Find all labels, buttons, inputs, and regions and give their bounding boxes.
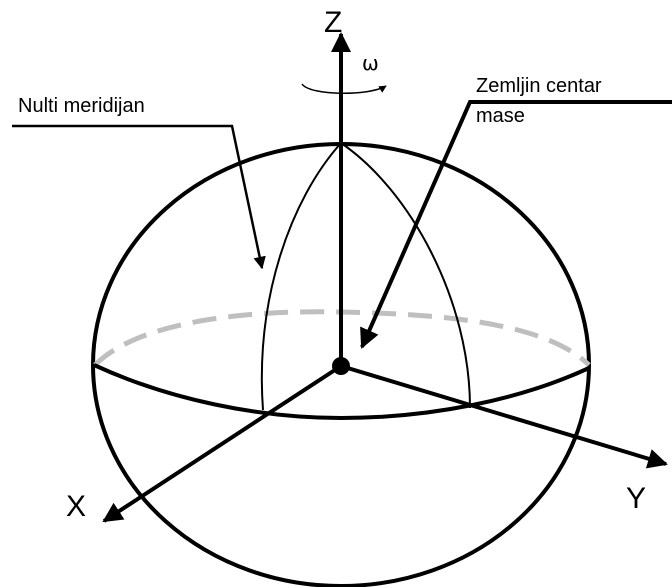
x-axis bbox=[102, 364, 343, 523]
y-axis bbox=[340, 364, 668, 469]
y-axis-label: Y bbox=[626, 482, 646, 515]
center-of-mass-leader bbox=[360, 100, 672, 349]
prime-meridian-label: Nulti meridijan bbox=[18, 95, 145, 117]
center-of-mass-label-line1: Zemljin centar bbox=[476, 75, 602, 97]
prime-meridian-arc bbox=[260, 142, 342, 411]
prime-meridian-leader bbox=[12, 124, 266, 270]
z-axis-label: Z bbox=[324, 6, 342, 39]
center-of-mass-label-line2: mase bbox=[476, 105, 525, 127]
x-axis-label: X bbox=[66, 490, 86, 523]
rotation-arrow bbox=[301, 83, 387, 94]
equator-front bbox=[93, 363, 590, 421]
center-of-mass-dot bbox=[332, 357, 350, 375]
omega-symbol: ω bbox=[362, 51, 379, 75]
y-meridian-arc bbox=[340, 142, 471, 409]
